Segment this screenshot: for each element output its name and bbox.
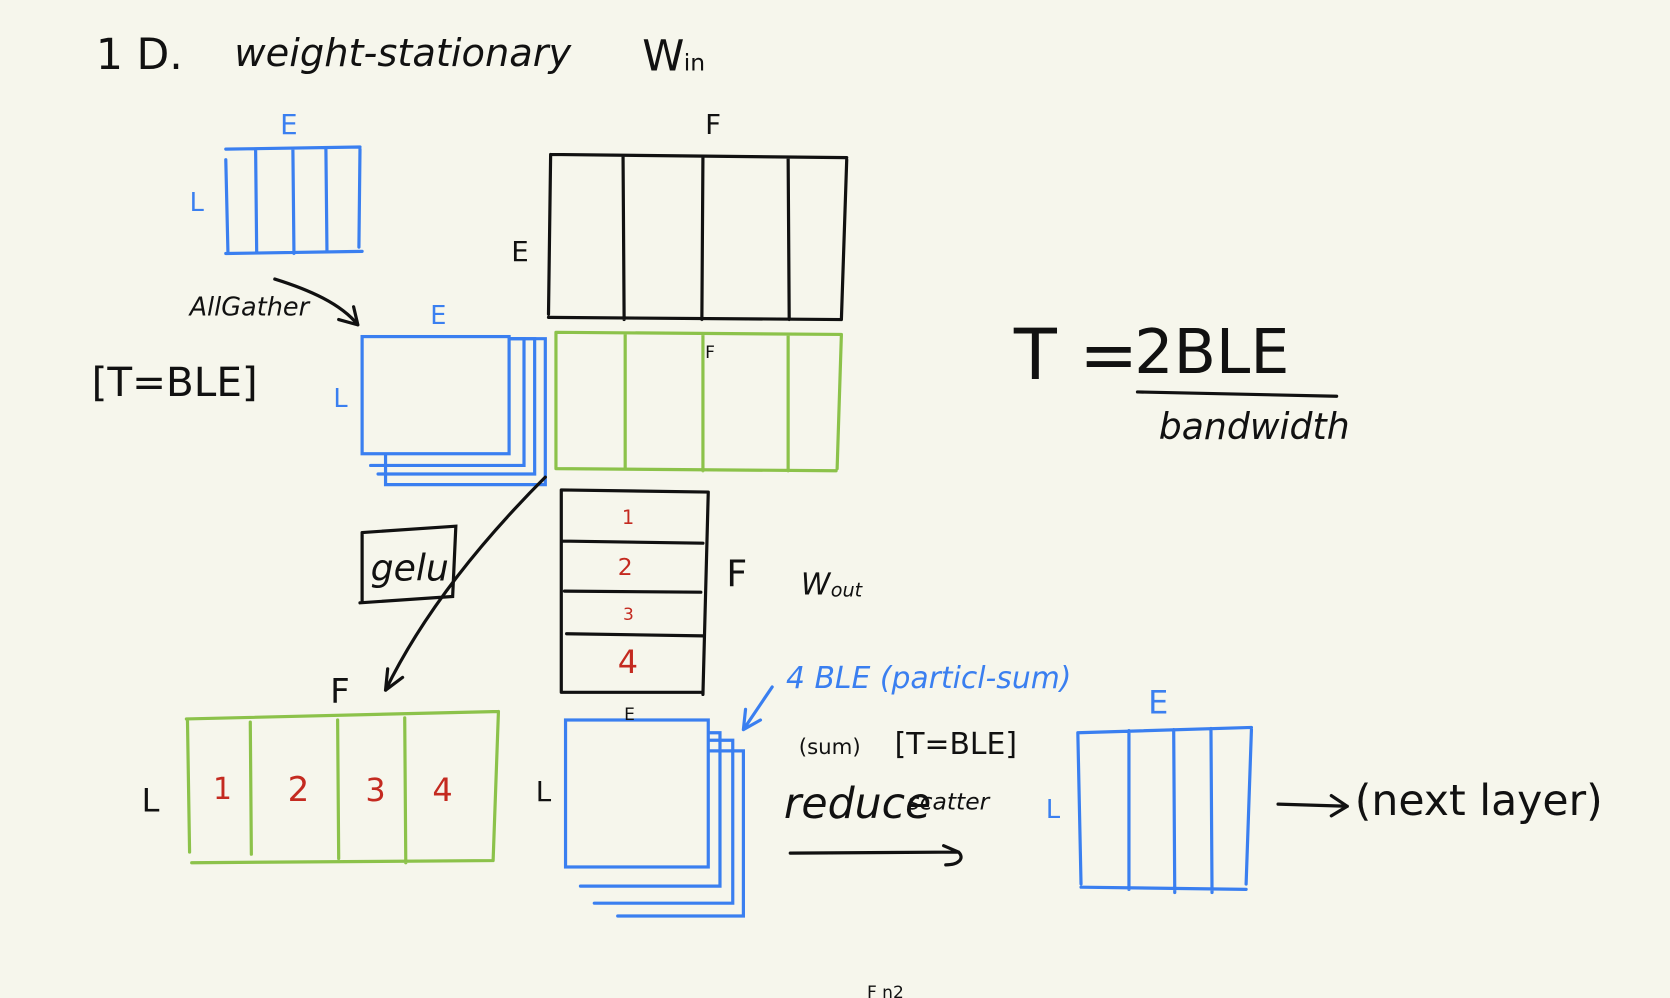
gathered-matrix-stack: E L: [333, 301, 547, 487]
formula-denominator: bandwidth: [1159, 405, 1350, 448]
input-dim-e: E: [280, 108, 298, 141]
gelu-box: gelu: [358, 524, 458, 605]
reduce-label-scatter: scatter: [907, 787, 990, 815]
reduce-scatter-arrow: [788, 844, 963, 867]
activation-col-1: 1: [213, 772, 232, 807]
svg-text:in: in: [684, 48, 705, 76]
intermediate-dim-f: F: [705, 343, 715, 363]
partial-note-arrow: [741, 685, 774, 732]
reduce-sum: (sum): [799, 735, 861, 760]
title-index: 1 D.: [96, 30, 183, 80]
svg-text:W: W: [642, 31, 684, 81]
gathered-dim-e: E: [430, 301, 446, 331]
w-in-label: W in: [642, 31, 705, 81]
w-out-dim-f: F: [726, 552, 747, 595]
activation-dim-f: F: [330, 672, 350, 712]
title-name: weight-stationary: [234, 31, 572, 76]
next-layer-arrow: [1276, 794, 1349, 818]
activation-matrix: 1 2 3 4 F L: [142, 672, 501, 865]
intermediate-matrix: F: [554, 330, 843, 473]
output-dim-l: L: [1046, 795, 1061, 825]
input-shard-matrix: E L: [190, 108, 364, 256]
partial-note: 4 BLE (particl-sum): [786, 661, 1071, 696]
activation-dim-l: L: [142, 782, 160, 820]
svg-text:W: W: [801, 567, 832, 602]
output-dim-e: E: [1148, 684, 1168, 722]
output-matrix: E L: [1046, 684, 1254, 895]
allgather-arrow: [273, 277, 360, 327]
activation-col-3: 3: [365, 771, 385, 809]
w-out-row-1: 1: [622, 506, 634, 529]
allgather-cost: [T=BLE]: [92, 358, 258, 406]
w-out-matrix: 1 2 3 4 F: [559, 488, 747, 697]
footer-partial-label: F n2: [867, 983, 904, 998]
reduce-cost: [T=BLE]: [895, 727, 1017, 762]
gelu-label: gelu: [371, 546, 449, 589]
fraction-bar: [1135, 390, 1339, 398]
w-out-row-4: 4: [618, 643, 638, 681]
gelu-to-activation-arrow: [383, 475, 547, 692]
input-dim-l: L: [190, 188, 205, 218]
reduce-label: reduce: [784, 779, 931, 829]
allgather-label: AllGather: [188, 292, 311, 322]
next-layer-label: (next layer): [1355, 776, 1603, 826]
w-in-dim-e: E: [511, 235, 529, 268]
w-out-row-3: 3: [623, 605, 634, 625]
partial-sum-stack: E L: [536, 705, 746, 918]
w-in-matrix: F E: [511, 108, 849, 322]
w-out-row-2: 2: [618, 553, 633, 581]
time-formula: T = 2BLE bandwidth: [1013, 314, 1350, 448]
gathered-dim-l: L: [333, 384, 348, 414]
formula-lhs: T =: [1013, 314, 1138, 396]
activation-col-4: 4: [432, 771, 452, 809]
w-in-dim-f: F: [705, 108, 721, 141]
svg-text:out: out: [831, 578, 864, 601]
activation-col-2: 2: [288, 770, 310, 810]
w-out-label: W out: [801, 567, 864, 602]
formula-numerator: 2BLE: [1134, 316, 1289, 388]
partial-dim-e: E: [624, 705, 635, 725]
partial-dim-l: L: [536, 775, 552, 808]
